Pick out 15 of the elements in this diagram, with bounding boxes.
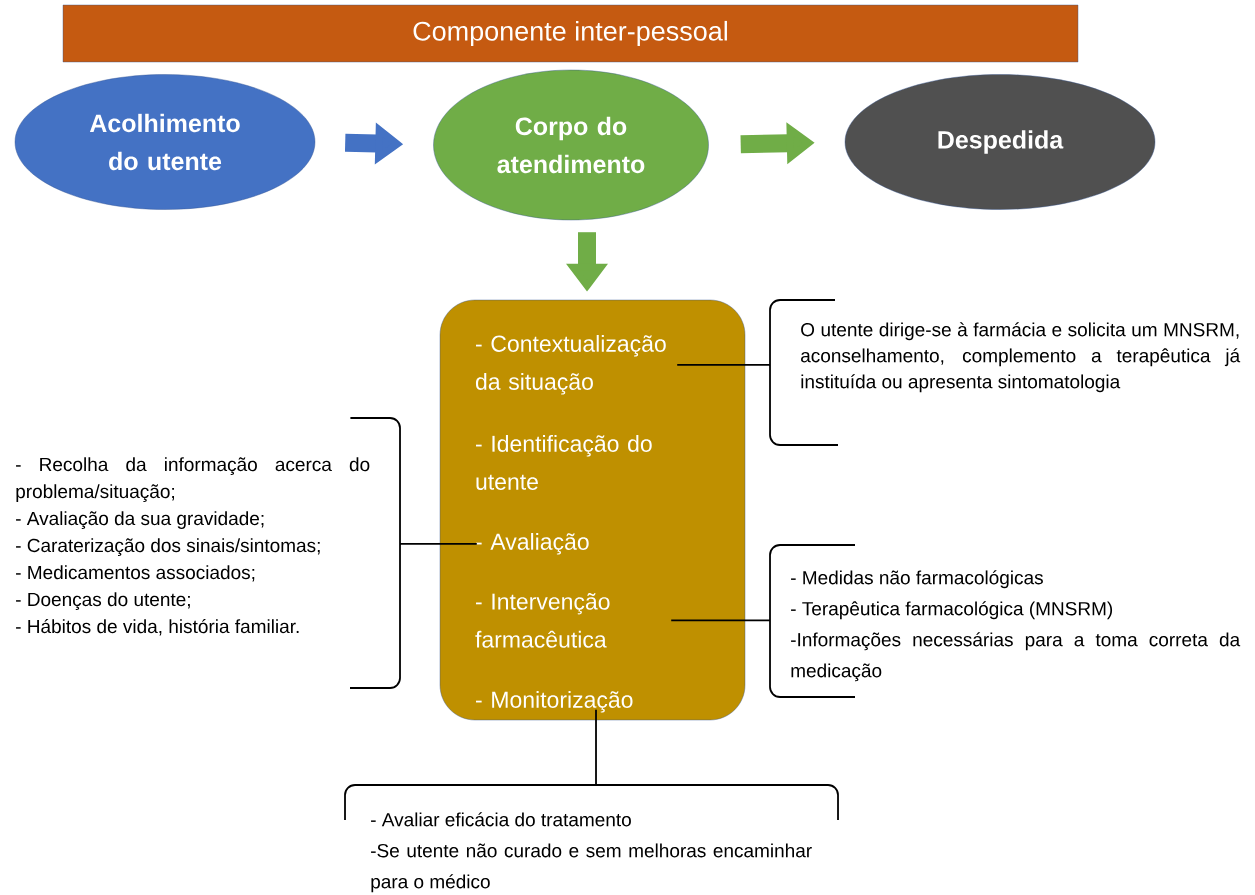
step-label: - Avaliação xyxy=(476,533,589,555)
note-list: - Recolha da informação acerca do problema/situação; - Avaliação da sua gravidade; - Caraterização dos sinais/sintomas; - Medicamentos associados; - Doenças do utente; - Hábitos de vida, história familiar. xyxy=(16,457,370,636)
note-list: - Medidas não farmacológicas - Terapêutica farmacológica (MNSRM) -Informações necessárias para a toma correta da medicação xyxy=(791,570,1241,682)
brace-connector xyxy=(349,417,478,689)
note-list: - Avaliar eficácia do tratamento -Se utente não curado e sem melhoras encaminhar para o médico xyxy=(371,812,812,893)
step-box xyxy=(439,299,746,721)
step-label: - Intervenção farmacêutica xyxy=(475,593,610,648)
brace-connector xyxy=(344,708,839,821)
step-label: - Monitorização xyxy=(476,691,633,713)
step-label: - Contextualização da situação xyxy=(476,335,666,395)
note-text: O utente dirige-se à farmácia e solicita um MNSRM, aconselhamento, complemento a terapêutica já instituída ou apresenta sintomatologia xyxy=(801,322,1241,393)
brace-connector xyxy=(670,544,856,698)
step-label: - Identificação do utente xyxy=(476,435,652,490)
brace-connector xyxy=(676,299,839,446)
banner-box: Componente inter-pessoal xyxy=(62,4,1079,63)
